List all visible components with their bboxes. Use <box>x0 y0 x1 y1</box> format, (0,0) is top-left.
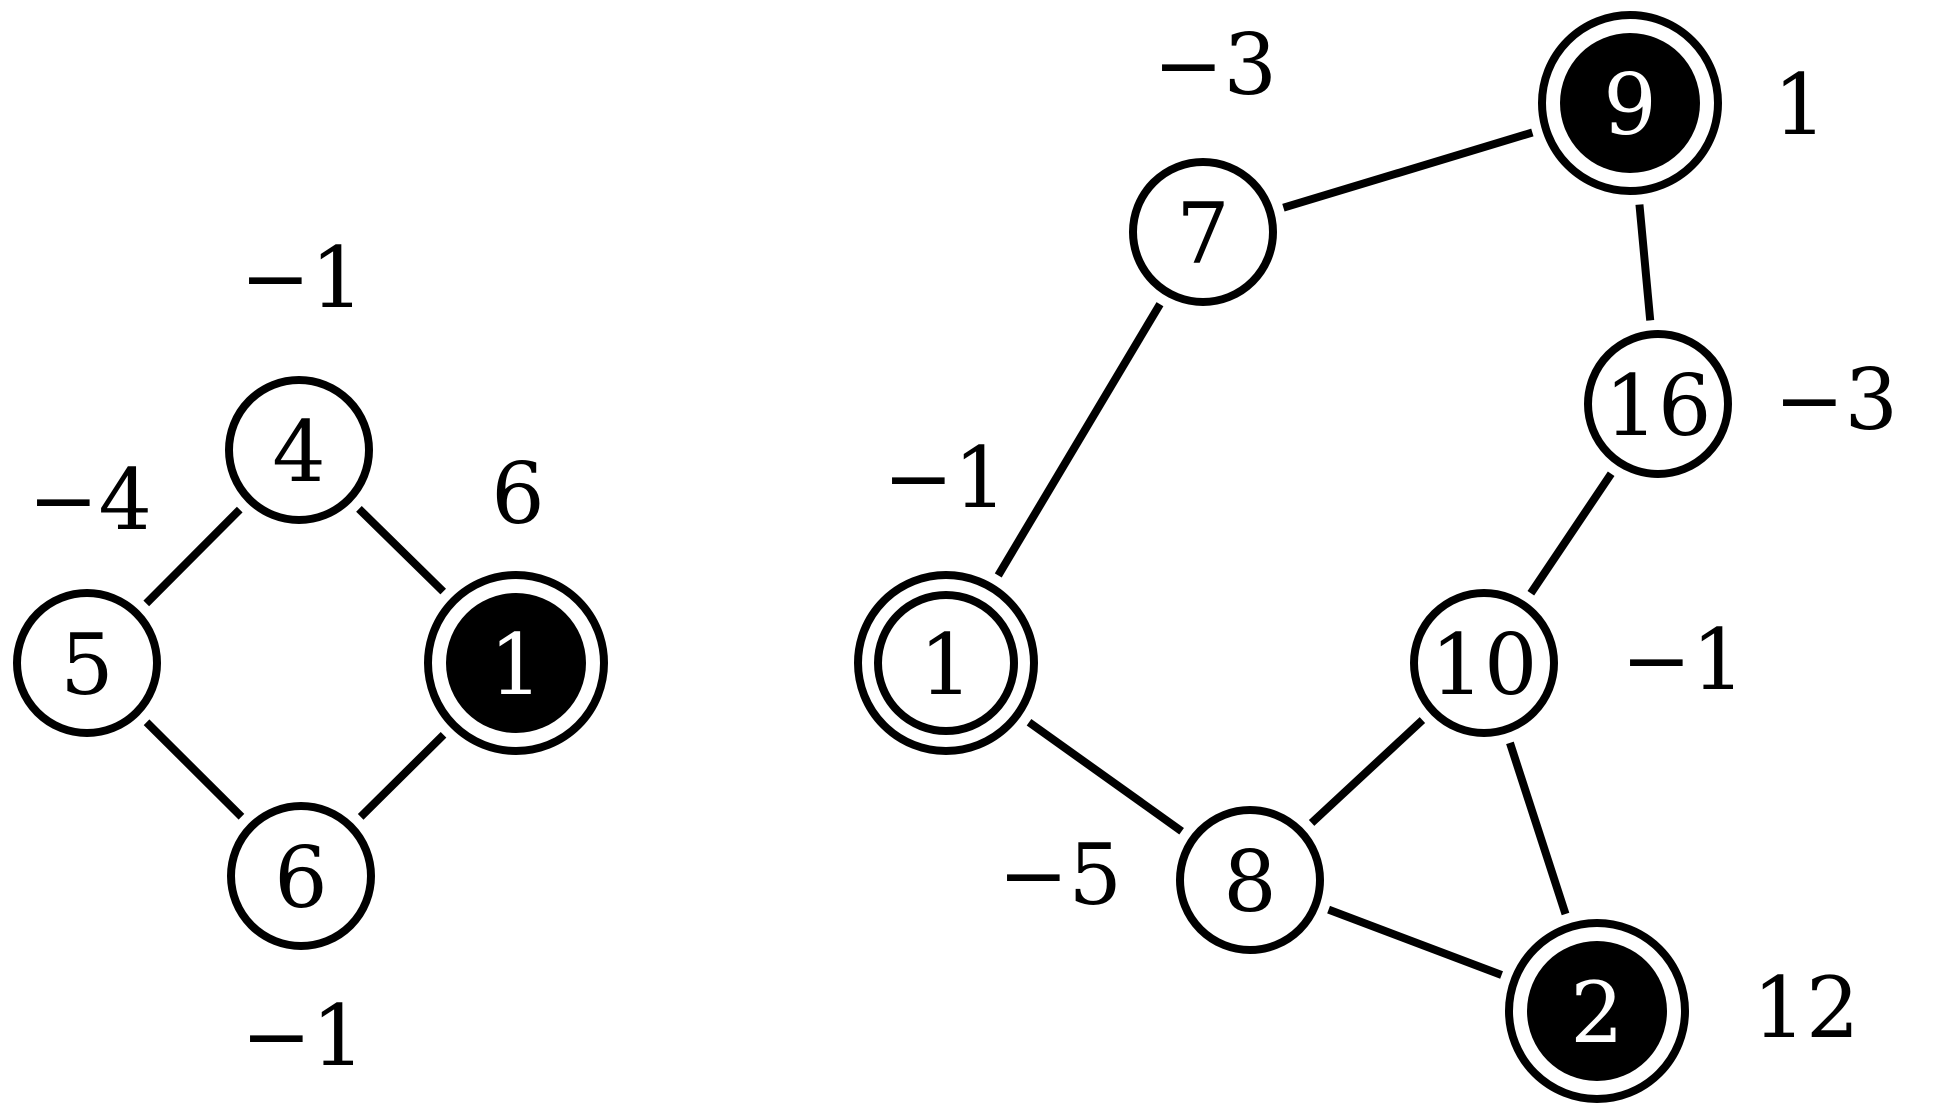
node-weight-right-10: −1 <box>1621 611 1745 709</box>
node-label: 6 <box>274 829 327 927</box>
edge-right-m7-m9 <box>1282 128 1534 212</box>
edge-right-m10-m2 <box>1506 741 1570 916</box>
node-right-9: 9 <box>1538 11 1722 195</box>
node-weight-right-9: 1 <box>1773 56 1826 154</box>
node-left-5: 5 <box>13 589 161 737</box>
node-label: 16 <box>1605 357 1712 455</box>
edge-right-m7-m1 <box>994 302 1164 578</box>
node-label: 2 <box>1570 964 1623 1062</box>
edge-left-n5-n6 <box>143 719 245 820</box>
node-weight-right-7: −3 <box>1153 16 1277 114</box>
node-label: 8 <box>1223 833 1276 931</box>
node-weight-right-8: −5 <box>998 826 1122 924</box>
node-left-6: 6 <box>227 802 375 950</box>
node-label: 1 <box>489 616 542 714</box>
node-right-2: 2 <box>1505 919 1689 1103</box>
edge-left-n4-n1 <box>356 505 447 595</box>
node-weight-right-16: −3 <box>1774 351 1898 449</box>
edges-layer <box>143 128 1655 979</box>
edge-left-n4-n5 <box>143 506 243 607</box>
node-label: 7 <box>1176 185 1229 283</box>
node-right-7: 7 <box>1129 158 1277 306</box>
edge-right-m10-m8 <box>1308 717 1426 826</box>
node-label: 9 <box>1603 56 1656 154</box>
node-right-8: 8 <box>1176 806 1324 954</box>
node-weight-left-6: −1 <box>241 987 365 1085</box>
edge-left-n6-n1 <box>357 731 447 820</box>
edge-right-m1-m8 <box>1026 719 1184 835</box>
edge-right-m16-m10 <box>1527 471 1615 596</box>
node-label: 5 <box>60 616 113 714</box>
node-left-1: 1 <box>424 571 608 755</box>
node-right-16: 16 <box>1584 330 1732 478</box>
node-right-1: 1 <box>854 571 1038 755</box>
node-label: 4 <box>272 403 325 501</box>
node-right-10: 10 <box>1410 589 1558 737</box>
node-weight-right-1: −1 <box>883 429 1007 527</box>
node-label: 1 <box>919 616 972 714</box>
node-weight-right-2: 12 <box>1753 959 1860 1057</box>
edge-right-m9-m16 <box>1635 204 1655 321</box>
edge-right-m8-m2 <box>1327 905 1503 979</box>
node-weight-left-1: 6 <box>491 445 544 543</box>
node-weight-left-5: −4 <box>28 451 152 549</box>
node-left-4: 4 <box>225 376 373 524</box>
node-weight-left-4: −1 <box>240 229 364 327</box>
node-label: 10 <box>1431 616 1538 714</box>
